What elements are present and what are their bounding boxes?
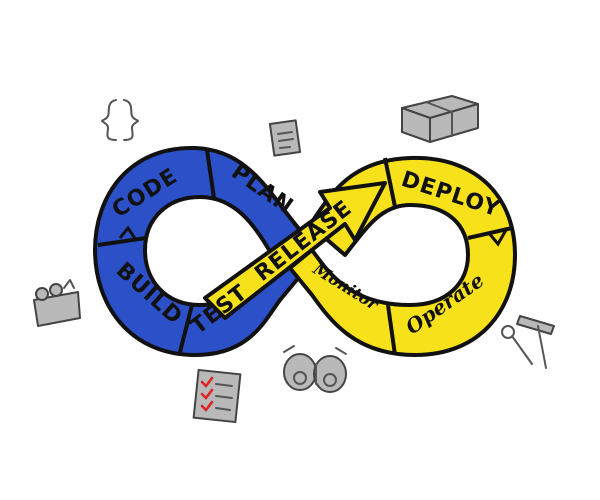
divider-code-build (97, 236, 147, 247)
toolbox-icon (33, 279, 81, 327)
divider-release-deploy (383, 157, 397, 208)
divider-operate-monitor (386, 304, 397, 356)
curly-braces-icon (101, 99, 139, 141)
binoculars-icon (283, 345, 347, 393)
divider-build-test (178, 304, 194, 353)
release-arrow (203, 181, 387, 320)
dev-loop-band (93, 145, 307, 357)
wrench-hammer-icon (501, 315, 555, 369)
document-icon (268, 119, 302, 157)
checklist-icon (192, 368, 242, 424)
divider-code-plan (205, 149, 216, 199)
package-box-icon (401, 95, 479, 143)
dev-loop (93, 145, 307, 357)
arrow-operate (486, 229, 508, 247)
arrow-build (118, 225, 138, 241)
